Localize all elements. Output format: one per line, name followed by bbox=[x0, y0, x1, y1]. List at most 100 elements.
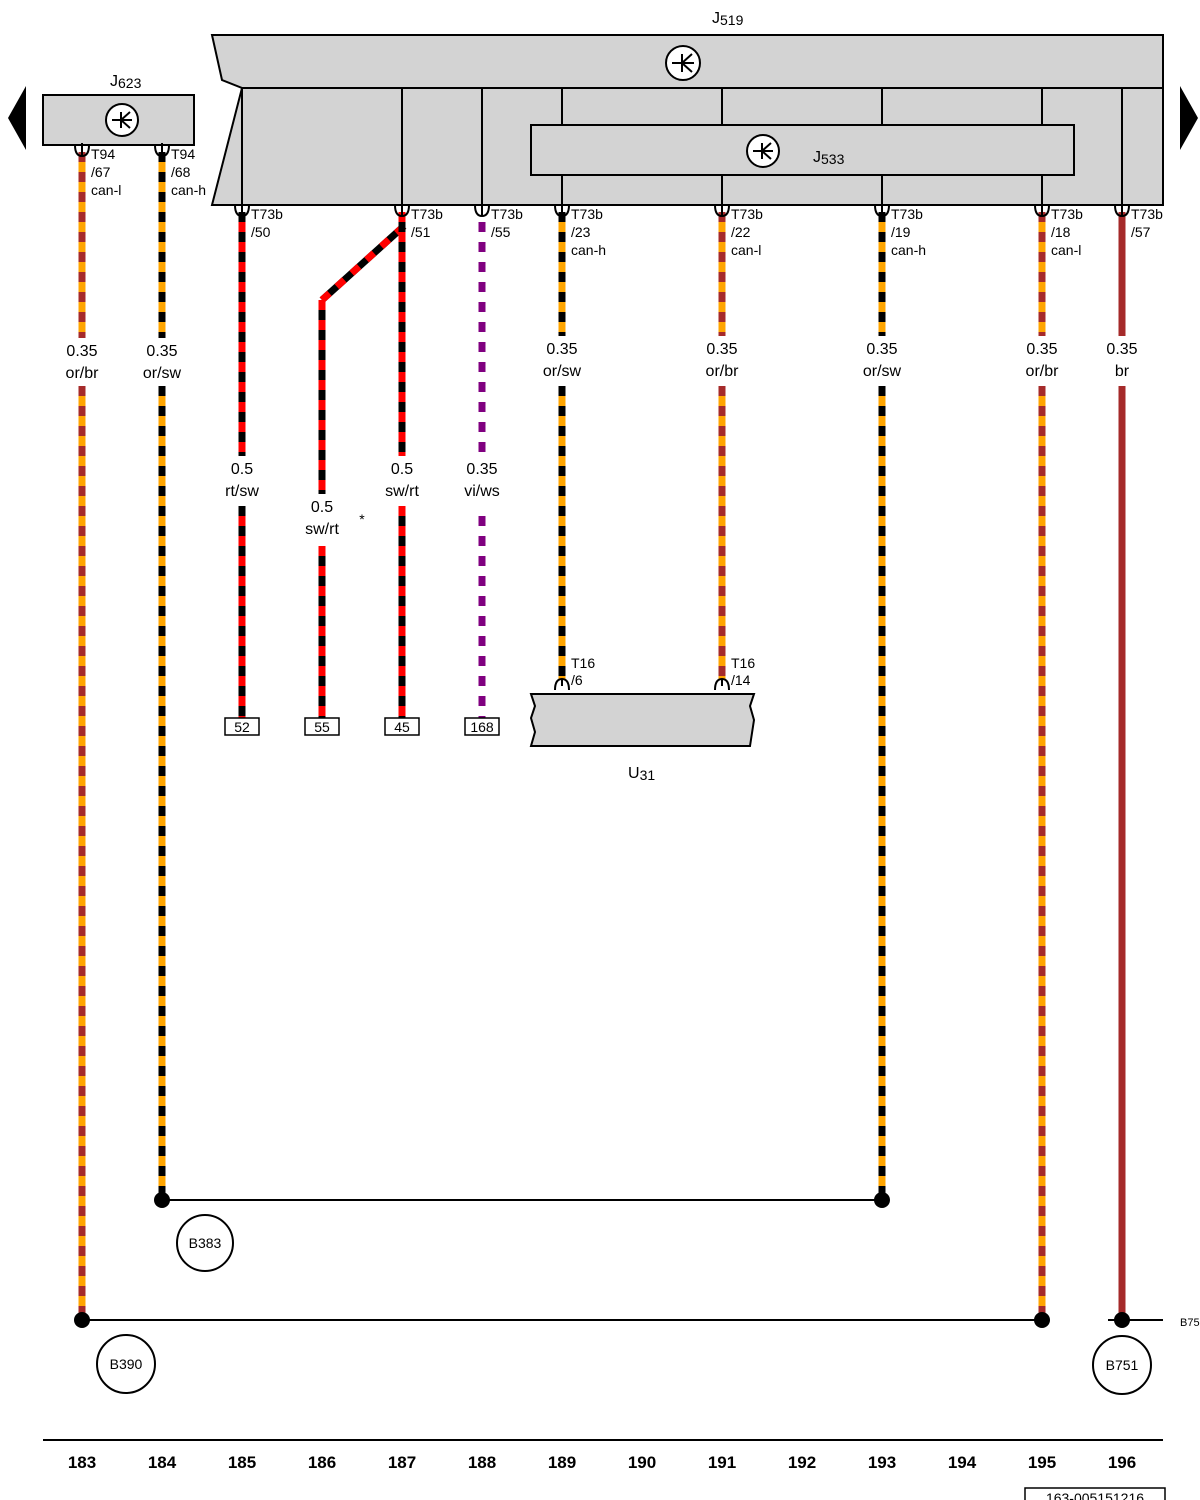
junction-dots bbox=[74, 1192, 1130, 1328]
doc-id-box bbox=[1024, 1487, 1166, 1500]
wire-193-pin-label: /19 bbox=[891, 224, 911, 240]
wire-186-color-label: sw/rt bbox=[305, 521, 339, 538]
wire-189-pin-label: T73b bbox=[571, 206, 603, 222]
wire-196-color-label: br bbox=[1115, 363, 1130, 380]
wire-187-size-label: 0.5 bbox=[391, 461, 413, 478]
wire-196-pin-label: T73b bbox=[1131, 206, 1163, 222]
wire-195-pin-label: /18 bbox=[1051, 224, 1071, 240]
can-bus-icon bbox=[105, 103, 139, 137]
column-number: 186 bbox=[308, 1453, 336, 1472]
wire-186: 0.5 sw/rt 55 * bbox=[304, 223, 407, 736]
wire-183-color-label: or/br bbox=[66, 365, 100, 382]
wire-193-size-label: 0.35 bbox=[866, 341, 897, 358]
wire-186-size-label: 0.5 bbox=[311, 499, 333, 516]
can-bus-icon bbox=[746, 134, 780, 168]
wire-191-end-pin-label: T16 bbox=[731, 655, 755, 671]
wire-186-ref[interactable]: 55 bbox=[304, 717, 340, 736]
column-number: 192 bbox=[788, 1453, 816, 1472]
column-number: 195 bbox=[1028, 1453, 1056, 1472]
junction-b383: B383 bbox=[176, 1214, 234, 1272]
junction-b390-label: B390 bbox=[110, 1356, 143, 1372]
wire-183-pin-label: T94 bbox=[91, 146, 115, 162]
wire-184-pin-label: can-h bbox=[171, 182, 206, 198]
wire-189-end-pin-label: T16 bbox=[571, 655, 595, 671]
column-number: 185 bbox=[228, 1453, 256, 1472]
b75-stub-label: B75 bbox=[1180, 1317, 1200, 1329]
wire-193: T73b/19 can-h 0.35 or/sw bbox=[863, 203, 926, 1200]
column-number: 196 bbox=[1108, 1453, 1136, 1472]
wire-185-color-label: rt/sw bbox=[225, 483, 259, 500]
wire-187-ref-label: 45 bbox=[394, 719, 410, 735]
wire-185-ref[interactable]: 52 bbox=[224, 717, 260, 736]
column-number: 188 bbox=[468, 1453, 496, 1472]
wire-196: T73b/57 0.35 br bbox=[1106, 203, 1163, 1320]
wire-184-size-label: 0.35 bbox=[146, 343, 177, 360]
wire-186-note: * bbox=[359, 511, 365, 527]
component-j533: J533 bbox=[530, 124, 1075, 176]
wire-187-ref[interactable]: 45 bbox=[384, 717, 420, 736]
wire-195-size-label: 0.35 bbox=[1026, 341, 1057, 358]
wire-195-color-label: or/br bbox=[1026, 363, 1060, 380]
column-number: 191 bbox=[708, 1453, 736, 1472]
arrow-left-icon[interactable] bbox=[8, 86, 26, 150]
wire-189-size-label: 0.35 bbox=[546, 341, 577, 358]
wire-188-ref[interactable]: 168 bbox=[464, 717, 500, 736]
wire-188-pin-label: /55 bbox=[491, 224, 511, 240]
wire-195-pin-label: T73b bbox=[1051, 206, 1083, 222]
can-bus-icon bbox=[665, 45, 701, 81]
wire-193-pin-label: can-h bbox=[891, 242, 926, 258]
wire-191-pin-label: can-l bbox=[731, 242, 761, 258]
wire-195: T73b/18 can-l 0.35 or/br bbox=[1026, 203, 1083, 1320]
wire-191-pin-label: /22 bbox=[731, 224, 751, 240]
column-number: 193 bbox=[868, 1453, 896, 1472]
wire-189-pin-label: /23 bbox=[571, 224, 591, 240]
wire-193-pin-label: T73b bbox=[891, 206, 923, 222]
wire-195-pin-label: can-l bbox=[1051, 242, 1081, 258]
component-j623: J623 bbox=[42, 73, 195, 152]
wire-189-end-pin-label: /6 bbox=[571, 672, 583, 688]
wire-191-size-label: 0.35 bbox=[706, 341, 737, 358]
arrow-right-icon[interactable] bbox=[1180, 86, 1198, 150]
wire-185-size-label: 0.5 bbox=[231, 461, 253, 478]
wire-196-pin-label: /57 bbox=[1131, 224, 1151, 240]
wire-185-ref-label: 52 bbox=[234, 719, 250, 735]
wire-189-color-label: or/sw bbox=[543, 363, 582, 380]
wire-189-pin-label: can-h bbox=[571, 242, 606, 258]
column-number: 183 bbox=[68, 1453, 96, 1472]
u31-housing bbox=[529, 693, 756, 747]
wire-185-pin-label: T73b bbox=[251, 206, 283, 222]
wire-196-size-label: 0.35 bbox=[1106, 341, 1137, 358]
junction-b383-label: B383 bbox=[189, 1235, 222, 1251]
wire-183-pin-label: /67 bbox=[91, 164, 111, 180]
wire-193-color-label: or/sw bbox=[863, 363, 902, 380]
j533-label: J533 bbox=[813, 149, 845, 167]
wire-187-pin-label: T73b bbox=[411, 206, 443, 222]
wire-187-color-label: sw/rt bbox=[385, 483, 419, 500]
junction-b751-label: B751 bbox=[1106, 1357, 1139, 1373]
wire-191-pin-label: T73b bbox=[731, 206, 763, 222]
j519-label: J519 bbox=[712, 10, 744, 28]
wire-184-pin-label: /68 bbox=[171, 164, 191, 180]
column-number: 184 bbox=[148, 1453, 177, 1472]
wire-183-pin-label: can-l bbox=[91, 182, 121, 198]
wire-191-end-pin-label: /14 bbox=[731, 672, 751, 688]
wire-184-color-label: or/sw bbox=[143, 365, 182, 382]
j623-label: J623 bbox=[110, 73, 142, 91]
wire-191-color-label: or/br bbox=[706, 363, 740, 380]
wire-186-ref-label: 55 bbox=[314, 719, 330, 735]
column-number: 187 bbox=[388, 1453, 416, 1472]
column-number: 189 bbox=[548, 1453, 576, 1472]
wire-188-color-label: vi/ws bbox=[464, 483, 500, 500]
j533-housing bbox=[530, 124, 1075, 176]
doc-id-label: 163-005151216 bbox=[1046, 1490, 1144, 1500]
u31-label: U31 bbox=[628, 765, 655, 783]
